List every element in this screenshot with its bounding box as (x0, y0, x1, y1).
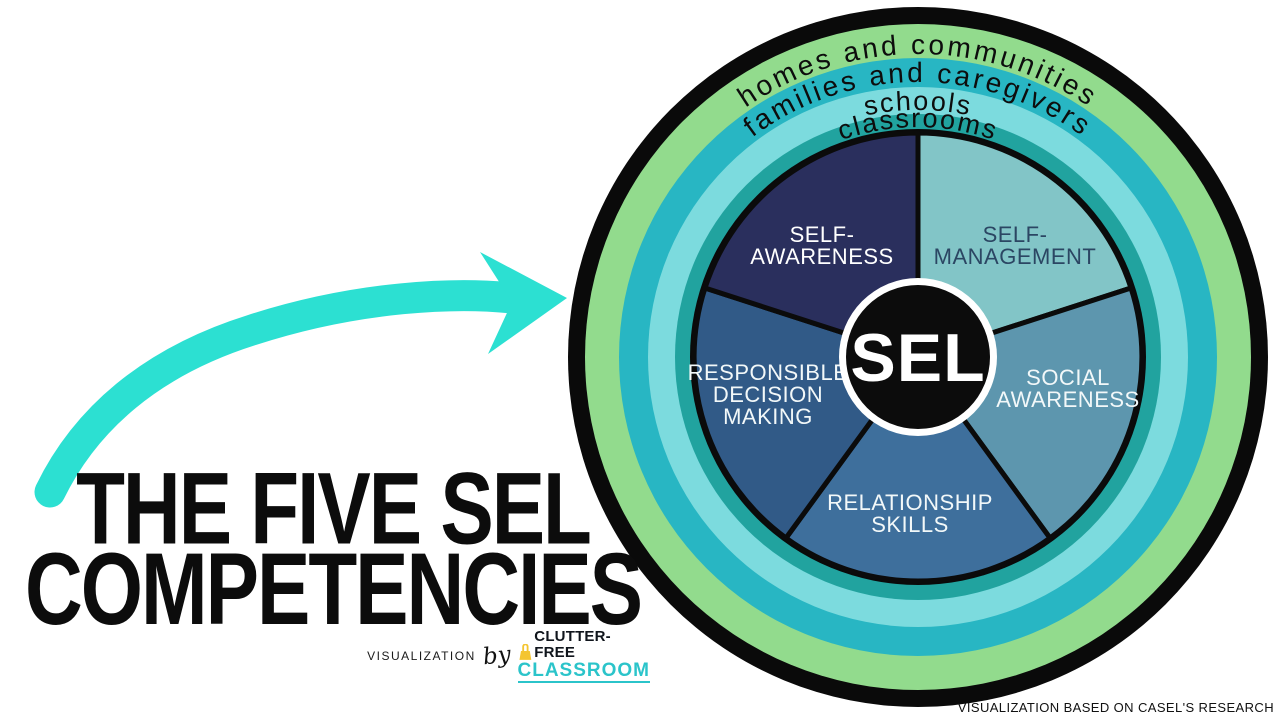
arrow-head-icon (480, 252, 567, 354)
center-badge: SEL (839, 278, 997, 436)
wedge-relationship-skills (783, 354, 1053, 584)
binder-clip-icon (518, 643, 531, 660)
wedge-label-line: RESPONSIBLE (688, 360, 849, 385)
page-title: THE FIVE SEL COMPETENCIES (2, 451, 664, 646)
wedge-label-line: AWARENESS (750, 244, 893, 269)
wedge-label-line: SKILLS (871, 512, 949, 537)
center-label: SEL (850, 320, 985, 396)
brand-name-bottom: CLASSROOM (517, 660, 650, 684)
wedge-label-relationship-skills: RELATIONSHIP SKILLS (827, 490, 993, 537)
title-line-1: THE FIVE SEL (76, 451, 592, 566)
credit-line: VISUALIZATION by CLUTTER-FREE CLASSROOM (367, 628, 650, 684)
wedge-label-line: SELF- (983, 222, 1048, 247)
wedge-label-line: SOCIAL (1026, 365, 1110, 390)
wedge-label-self-awareness: SELF- AWARENESS (750, 222, 893, 269)
wedge-label-line: MAKING (723, 404, 813, 429)
wedge-label-line: RELATIONSHIP (827, 490, 993, 515)
wedge-label-self-management: SELF- MANAGEMENT (934, 222, 1097, 269)
wedge-label-responsible-decision-making: RESPONSIBLE DECISION MAKING (688, 360, 849, 429)
credit-prefix: VISUALIZATION (367, 649, 476, 664)
wedge-label-line: MANAGEMENT (934, 244, 1097, 269)
arrow-swoosh (34, 280, 537, 508)
brand-name-top: CLUTTER-FREE (534, 628, 611, 661)
wedge-label-social-awareness: SOCIAL AWARENESS (996, 365, 1139, 412)
title-line-2: COMPETENCIES (24, 532, 643, 646)
credit-by: by (481, 641, 512, 671)
source-footnote: VISUALIZATION BASED ON CASEL'S RESEARCH (957, 700, 1274, 715)
clutter-free-classroom-logo: CLUTTER-FREE CLASSROOM (517, 628, 650, 684)
wedge-label-line: SELF- (790, 222, 855, 247)
wedge-label-line: AWARENESS (996, 387, 1139, 412)
wheel: homes and communities families and careg… (568, 7, 1268, 707)
wedge-labels: SELF- AWARENESS SELF- MANAGEMENT SOCIAL … (688, 222, 1140, 537)
center-black-circle (846, 285, 990, 429)
arrow (34, 252, 567, 508)
wedge-label-line: DECISION (713, 382, 823, 407)
